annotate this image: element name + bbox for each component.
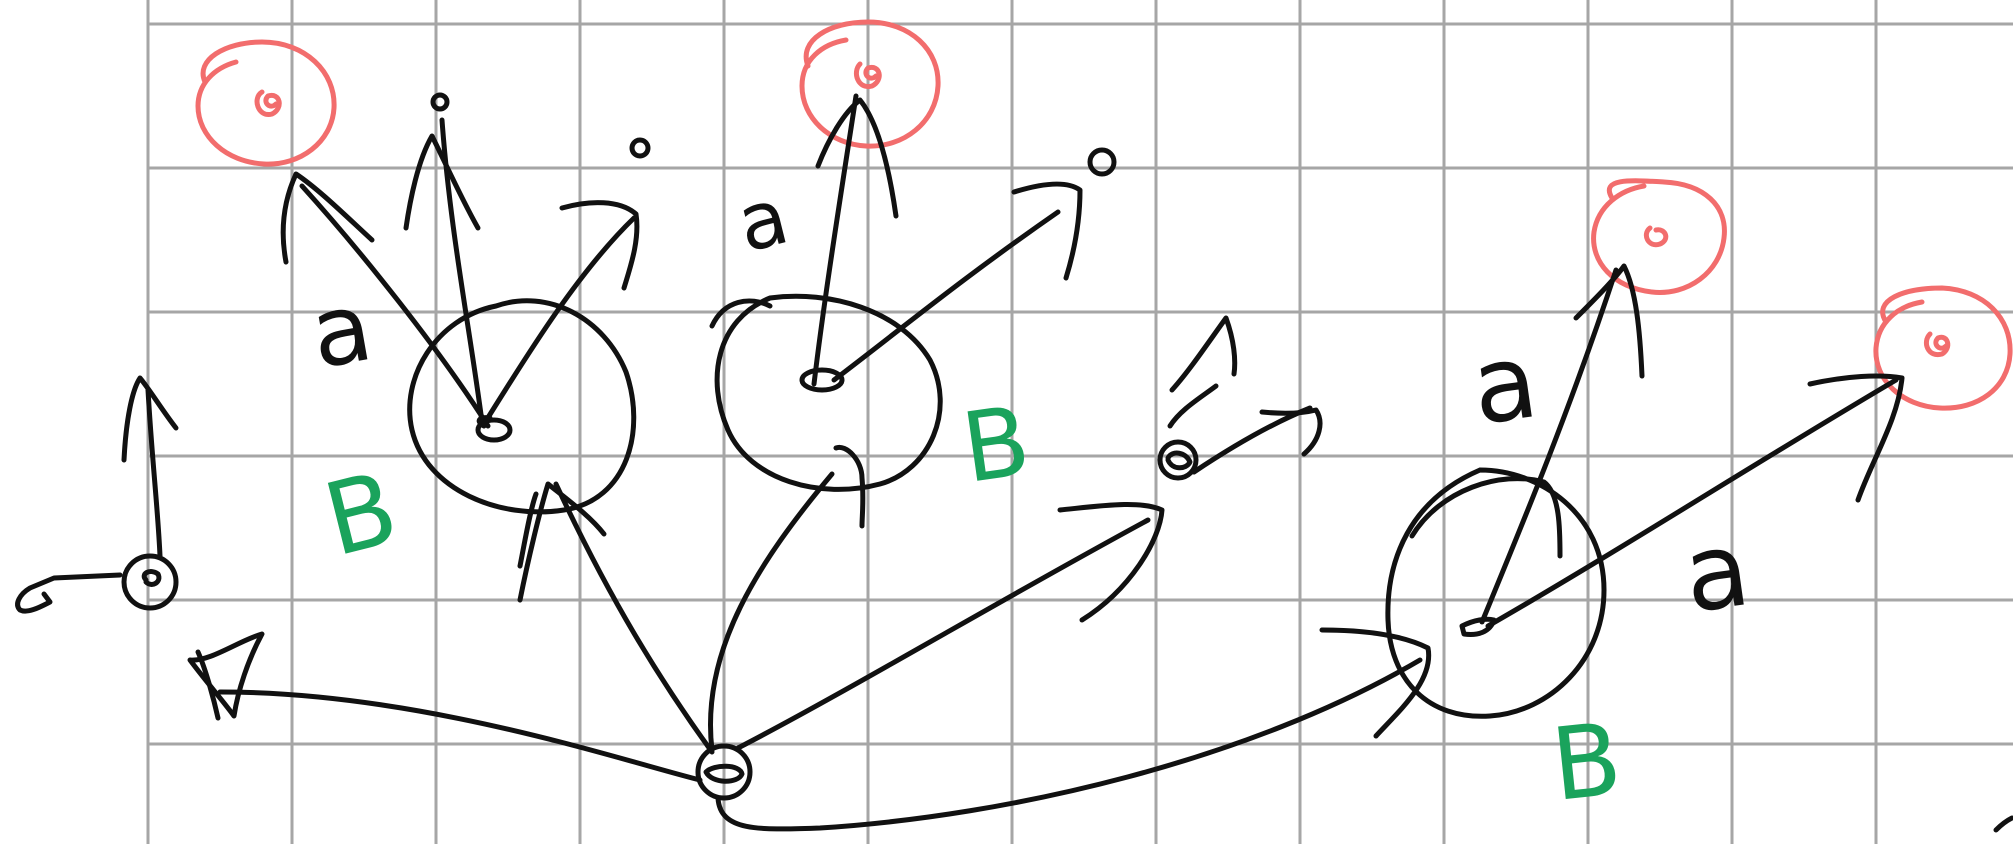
- edge-root-to-right-node: [715, 657, 1423, 832]
- edge-left-to-goal1: [299, 183, 491, 429]
- edge-center-to-upright: [831, 209, 1061, 383]
- left-small-node: [15, 375, 179, 614]
- root-node: [695, 743, 753, 801]
- edge-right-to-goal4: [1485, 377, 1899, 629]
- goal-node-1: [195, 39, 337, 167]
- goal-nodes: [195, 19, 2013, 411]
- label-b-center: B: [956, 385, 1037, 505]
- triangle-marker: [187, 631, 265, 721]
- edge-root-to-right-small: [735, 517, 1151, 751]
- goal-node-2: [799, 19, 941, 149]
- edge-left-to-upright: [481, 215, 637, 427]
- edge-root-to-triangle: [217, 689, 703, 783]
- right-small-node: [1157, 315, 1323, 481]
- label-b-right: B: [1546, 700, 1626, 824]
- goal-node-4: [1873, 285, 2013, 411]
- a-labels: a a a a: [303, 172, 1757, 637]
- edge-right-to-goal3: [1479, 267, 1619, 625]
- edge-center-to-goal2: [811, 93, 859, 387]
- tree-strokes: [15, 92, 2013, 833]
- center-b-node: [709, 293, 943, 492]
- goal-node-3: [1591, 178, 1727, 295]
- edge-root-to-center-node: [708, 471, 835, 753]
- edge-root-to-left-node: [553, 481, 715, 755]
